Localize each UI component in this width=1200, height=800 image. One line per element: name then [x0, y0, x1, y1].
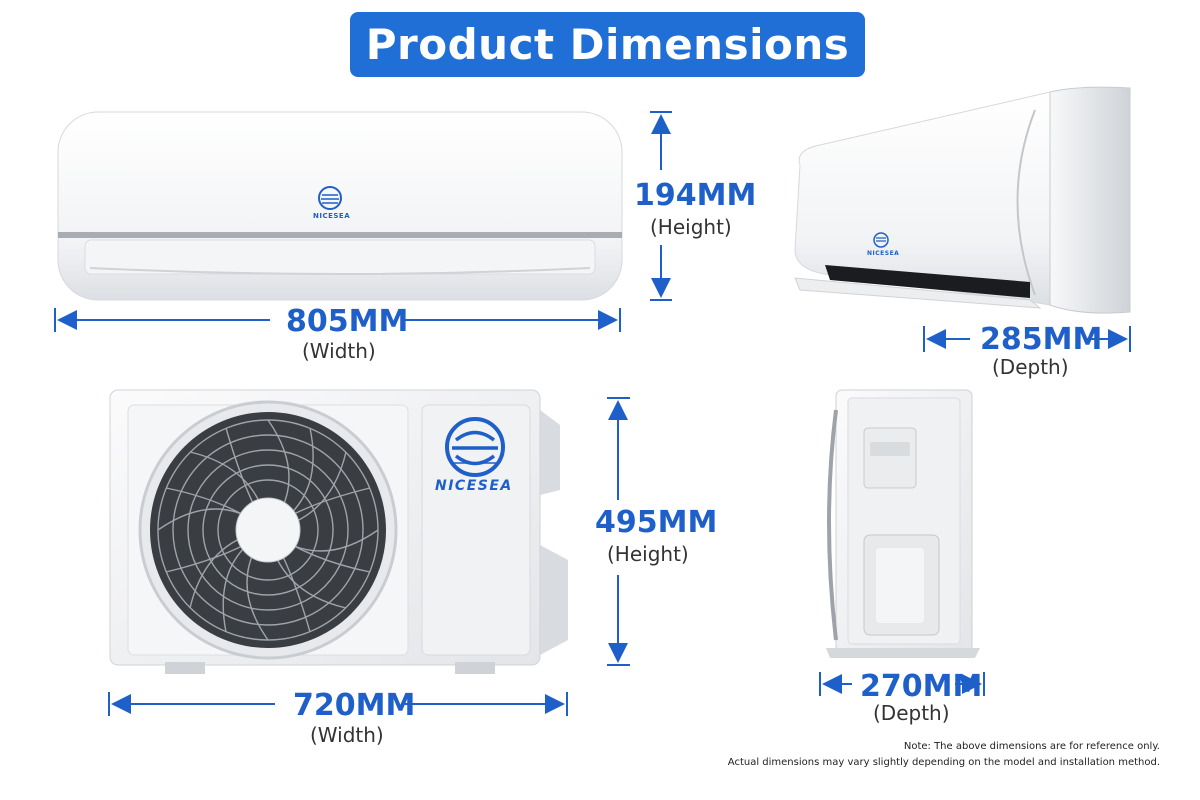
- indoor-height-label: (Height): [650, 215, 732, 239]
- brand-label: NICESEA: [435, 478, 513, 494]
- brand-label: NICESEA: [313, 212, 351, 220]
- indoor-width-label: (Width): [302, 339, 376, 363]
- outdoor-height-dimension-line: [607, 397, 630, 666]
- indoor-depth-dimension-line: [923, 326, 1131, 352]
- indoor-depth-label: (Depth): [992, 355, 1069, 379]
- outdoor-unit-side: [826, 389, 980, 658]
- outdoor-depth-label: (Depth): [873, 701, 950, 725]
- outdoor-depth-value: 270MM: [860, 669, 983, 704]
- indoor-height-value: 194MM: [634, 178, 757, 213]
- brand-logo-icon: [318, 186, 342, 210]
- outdoor-width-label: (Width): [310, 723, 384, 747]
- indoor-width-dimension-line: [54, 308, 621, 332]
- indoor-width-value: 805MM: [286, 304, 409, 339]
- disclaimer-note-line2: Actual dimensions may vary slightly depe…: [727, 757, 1160, 768]
- outdoor-depth-dimension-line: [819, 672, 985, 696]
- disclaimer-note-line1: Note: The above dimensions are for refer…: [903, 741, 1160, 752]
- brand-label: NICESEA: [867, 250, 900, 257]
- outdoor-unit-front: [109, 389, 568, 674]
- indoor-depth-value: 285MM: [980, 322, 1103, 357]
- brand-logo-icon: [873, 232, 889, 248]
- outdoor-height-label: (Height): [607, 542, 689, 566]
- brand-logo-icon: [445, 417, 505, 477]
- outdoor-width-value: 720MM: [293, 688, 416, 723]
- outdoor-width-dimension-line: [108, 692, 568, 716]
- indoor-unit-side: [794, 86, 1131, 314]
- indoor-unit-front: [57, 111, 623, 301]
- outdoor-height-value: 495MM: [595, 505, 718, 540]
- indoor-height-dimension-line: [650, 111, 672, 301]
- page-title: Product Dimensions: [350, 12, 865, 77]
